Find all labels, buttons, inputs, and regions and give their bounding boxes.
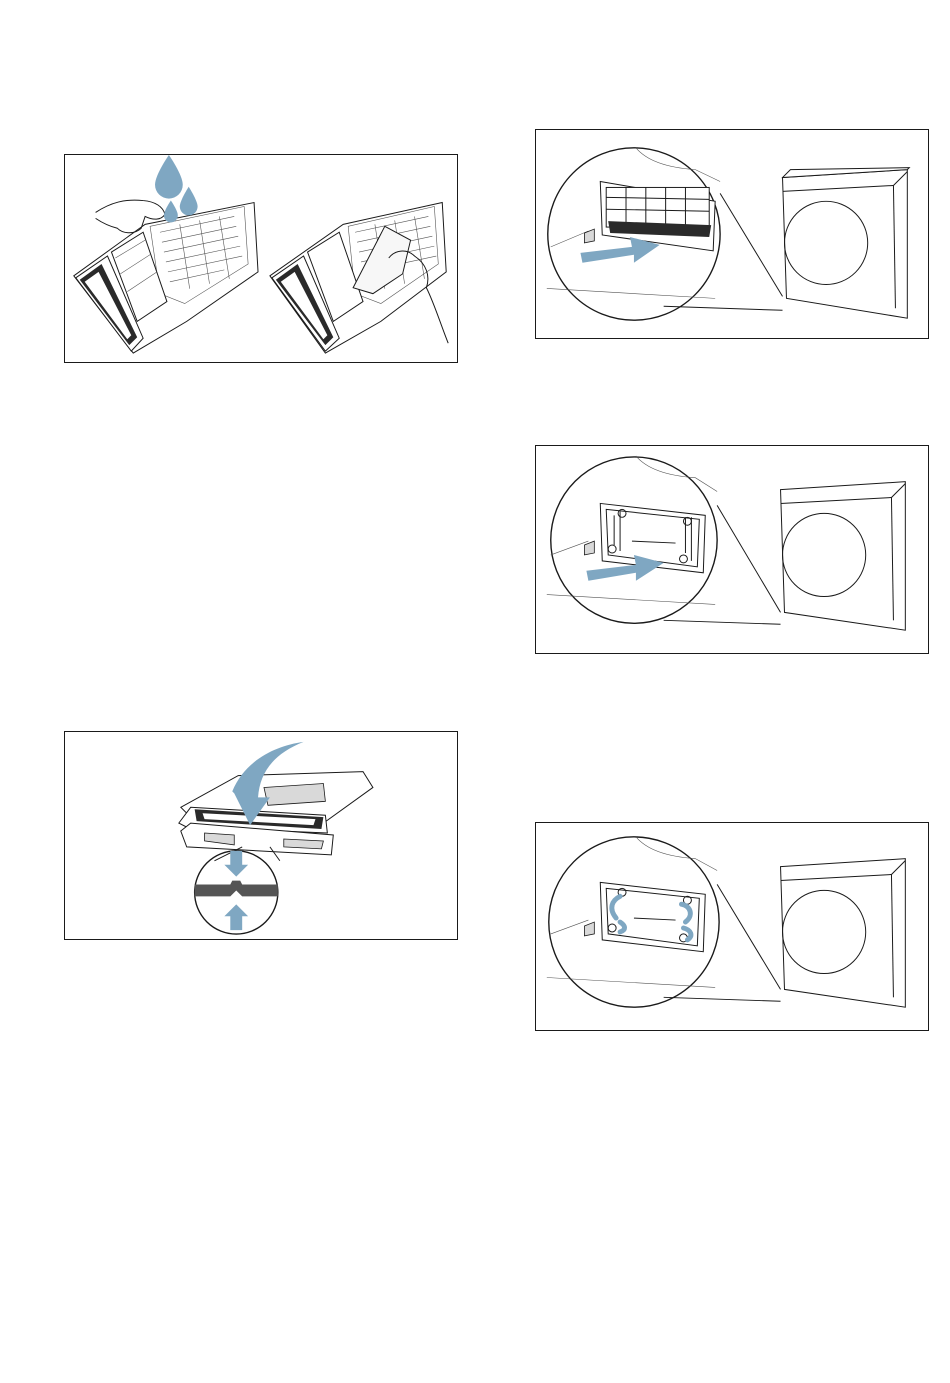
water-drop-icon xyxy=(180,187,198,216)
filter-cleaning-illustration xyxy=(64,154,458,363)
filter-close-drawing xyxy=(65,732,457,939)
zoom-detail xyxy=(547,148,720,320)
detail-circle xyxy=(195,851,278,934)
dryer-icon xyxy=(783,168,910,319)
up-arrow-icon xyxy=(224,904,248,930)
frame-insert-illustration xyxy=(535,445,929,654)
filter-close-illustration xyxy=(64,731,458,940)
fluff-filter-open xyxy=(179,772,373,855)
clips-lock-drawing xyxy=(536,823,928,1030)
filter-cleaning-drawing xyxy=(65,155,457,362)
zoom-detail xyxy=(547,837,719,1007)
clips-lock-illustration xyxy=(535,822,929,1031)
dryer-icon xyxy=(781,482,906,631)
fluff-filter-left xyxy=(74,203,258,354)
dryer-icon xyxy=(781,859,906,1008)
zoom-detail xyxy=(547,456,717,623)
water-drop-icon xyxy=(164,201,178,223)
frame-insert-drawing xyxy=(536,446,928,653)
filter-insert-drawing xyxy=(536,130,928,338)
down-arrow-icon xyxy=(224,851,248,877)
filter-insert-illustration xyxy=(535,129,929,339)
water-drop-icon xyxy=(155,155,183,199)
